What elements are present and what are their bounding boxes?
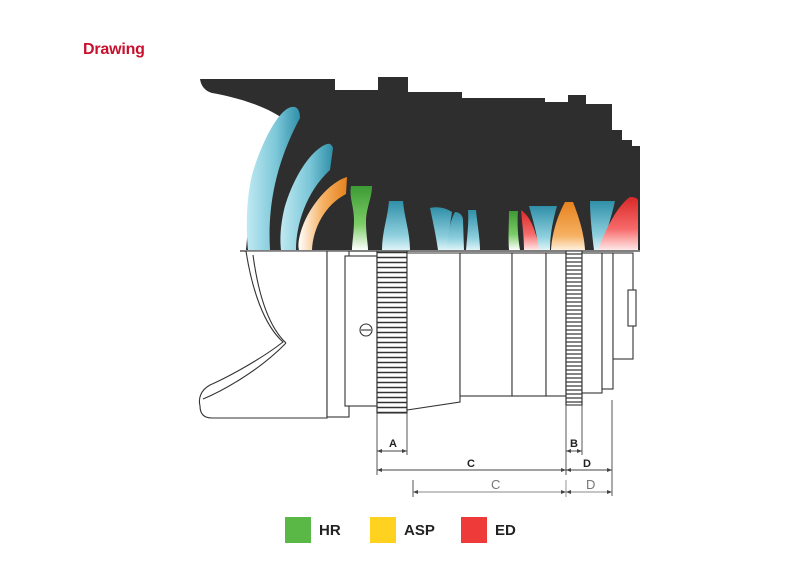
aperture-ring <box>565 250 583 406</box>
lens-element-hr-1 <box>350 186 372 250</box>
legend-label-asp: ASP <box>404 521 435 539</box>
dimension-label-d: D <box>583 458 591 470</box>
legend-item-hr: HR <box>285 516 341 544</box>
cross-section <box>200 77 640 250</box>
lens-exterior <box>198 250 637 419</box>
lens-element-8 <box>466 210 480 250</box>
lens-element-2 <box>280 143 333 250</box>
lens-element-1 <box>246 106 300 250</box>
legend-label-hr: HR <box>319 521 341 539</box>
legend-swatch-hr <box>285 517 311 543</box>
dimension-label-c-ghost: C <box>491 477 500 492</box>
lens-element-7 <box>446 212 464 250</box>
mid-barrel <box>406 252 461 411</box>
lens-element-asp-1 <box>298 177 347 250</box>
legend-item-ed: ED <box>461 516 516 544</box>
lens-element-ed-2 <box>598 197 638 250</box>
section-title: Drawing <box>83 41 145 58</box>
lens-element-5 <box>382 201 410 250</box>
lens-element-10 <box>590 201 615 250</box>
lens-element-hr-2 <box>508 211 520 250</box>
lens-element-ed-1 <box>521 210 541 250</box>
legend-item-asp: ASP <box>370 516 435 544</box>
lens-element-asp-2 <box>551 202 585 250</box>
lens-hood <box>198 250 328 419</box>
lens-element-9 <box>529 206 557 250</box>
legend-swatch-ed <box>461 517 487 543</box>
dimension-label-b: B <box>570 438 578 450</box>
dimension-label-a: A <box>389 438 397 450</box>
legend-label-ed: ED <box>495 521 516 539</box>
dimension-label-d-ghost: D <box>586 477 595 492</box>
dimension-label-c: C <box>467 458 475 470</box>
dimension-lines <box>376 400 613 497</box>
lens-element-6 <box>430 207 452 250</box>
rear-mount <box>581 252 603 394</box>
dimension-arrows <box>377 449 612 494</box>
legend-swatch-asp <box>370 517 396 543</box>
focus-ring <box>376 250 408 414</box>
